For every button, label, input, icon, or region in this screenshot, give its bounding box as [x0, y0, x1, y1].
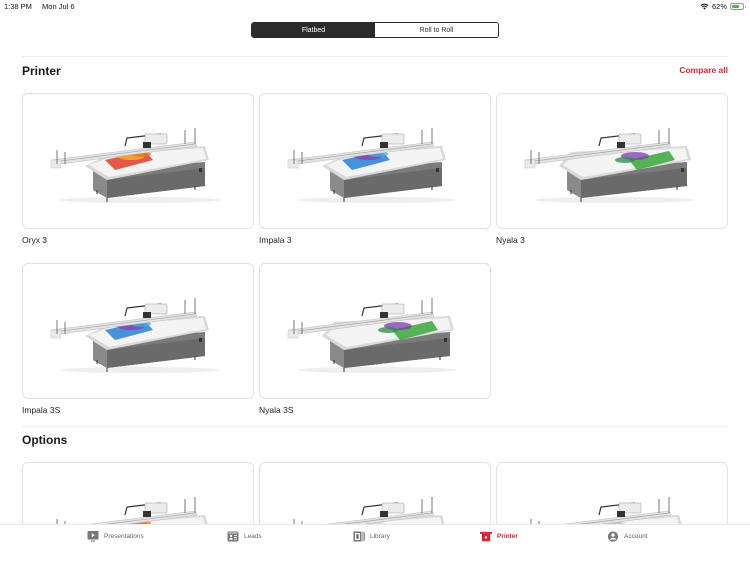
divider — [22, 426, 728, 427]
printer-image[interactable] — [259, 263, 491, 399]
printer-illustration — [524, 128, 694, 203]
contact-card-icon — [227, 531, 239, 542]
tab-label: Library — [370, 533, 390, 540]
printer-card-impala-3s[interactable]: Impala 3S — [22, 263, 254, 415]
printer-image[interactable] — [496, 93, 728, 229]
status-left: 1:38 PM Mon Jul 6 — [4, 2, 83, 11]
status-date: Mon Jul 6 — [42, 2, 75, 11]
printer-name: Nyala 3 — [496, 235, 525, 245]
printer-name: Impala 3S — [22, 405, 61, 415]
printer-icon — [480, 531, 492, 542]
status-right: 62% — [700, 2, 746, 11]
battery-icon — [730, 3, 746, 10]
tab-label: Account — [624, 533, 648, 540]
tab-leads[interactable]: Leads — [227, 531, 262, 542]
printer-type-segmented-control[interactable]: Flatbed Roll to Roll — [251, 22, 499, 38]
account-icon — [607, 531, 619, 542]
tab-presentations[interactable]: Presentations — [87, 531, 144, 542]
segment-flatbed[interactable]: Flatbed — [252, 23, 375, 37]
segment-roll-to-roll[interactable]: Roll to Roll — [375, 23, 498, 37]
printer-illustration — [287, 298, 457, 373]
wifi-icon — [700, 3, 709, 10]
section-title-printer: Printer — [22, 64, 61, 78]
printer-card-oryx-3[interactable]: Oryx 3 — [22, 93, 254, 245]
printer-image[interactable] — [259, 93, 491, 229]
tab-label: Printer — [497, 533, 518, 540]
battery-percent: 62% — [711, 2, 727, 11]
library-icon — [353, 531, 365, 542]
printer-illustration — [50, 128, 220, 203]
printer-card-nyala-3[interactable]: Nyala 3 — [496, 93, 728, 245]
tab-label: Presentations — [104, 533, 144, 540]
printer-name: Nyala 3S — [259, 405, 294, 415]
printer-image[interactable] — [22, 93, 254, 229]
printer-name: Impala 3 — [259, 235, 292, 245]
printer-card-nyala-3s[interactable]: Nyala 3S — [259, 263, 491, 415]
status-bar: 1:38 PM Mon Jul 6 62% — [0, 0, 750, 14]
tab-printer[interactable]: Printer — [480, 531, 518, 542]
printer-name: Oryx 3 — [22, 235, 48, 245]
tab-bar: Presentations Leads Library Printer — [0, 524, 750, 562]
printer-card-impala-3[interactable]: Impala 3 — [259, 93, 491, 245]
divider — [22, 56, 728, 57]
printer-image[interactable] — [22, 263, 254, 399]
compare-all-link[interactable]: Compare all — [679, 65, 728, 75]
printer-illustration — [50, 298, 220, 373]
printer-illustration — [287, 128, 457, 203]
status-time: 1:38 PM — [4, 2, 32, 11]
tab-label: Leads — [244, 533, 262, 540]
tab-account[interactable]: Account — [607, 531, 648, 542]
section-title-options: Options — [22, 433, 68, 447]
presentation-icon — [87, 531, 99, 542]
tab-library[interactable]: Library — [353, 531, 390, 542]
